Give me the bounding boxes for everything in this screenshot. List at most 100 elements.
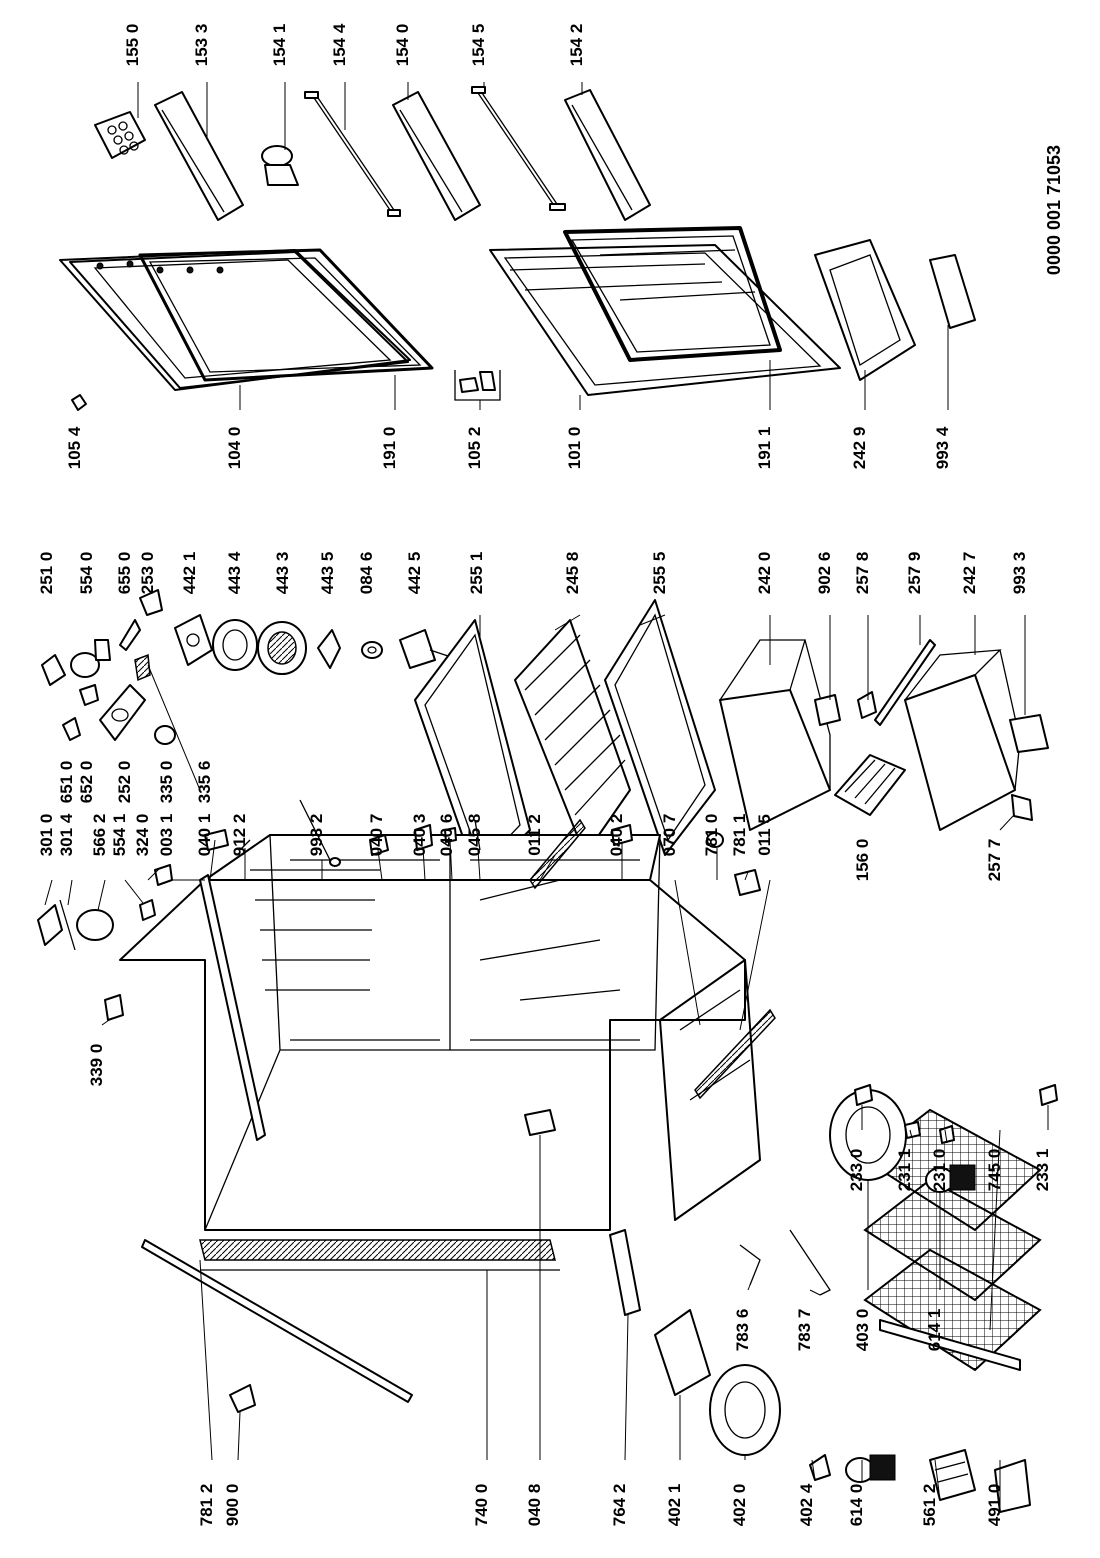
hinge-cover-105-2 [454, 370, 501, 401]
label-993-2: 993 2 [307, 814, 326, 857]
drawer-handle-993-4 [929, 254, 976, 329]
cabinet-body [119, 834, 746, 1231]
label-255-1: 255 1 [467, 552, 486, 595]
lamp-holder-566-2 [76, 909, 114, 941]
crisper-drawer-242-7 [904, 649, 1021, 831]
label-101-0: 101 0 [565, 427, 584, 470]
label-900-0: 900 0 [223, 1484, 242, 1527]
thermostat-knob-251-0 [41, 654, 66, 686]
label-783-7: 783 7 [795, 1309, 814, 1352]
label-253-0: 253 0 [138, 552, 157, 595]
clip-257-8 [857, 691, 877, 719]
label-252-0: 252 0 [115, 761, 134, 804]
label-045-8: 045 8 [465, 814, 484, 857]
clip-900-0 [229, 1384, 256, 1413]
label-040-2: 040 2 [607, 814, 626, 857]
label-231-1: 231 1 [895, 1149, 914, 1192]
door-switch-339-0 [104, 994, 124, 1021]
label-257-7: 257 7 [985, 839, 1004, 882]
ice-tray-156-0 [834, 754, 906, 816]
cover-301-0 [37, 904, 63, 946]
door-balcony-154-2 [564, 89, 651, 221]
label-255-5: 255 5 [650, 552, 669, 595]
leader-255-5 [639, 614, 666, 626]
control-panel-252-0 [99, 684, 146, 741]
label-154-0: 154 0 [393, 24, 412, 67]
door-balcony-153-3 [154, 91, 244, 221]
label-251-0: 251 0 [37, 552, 56, 595]
document-number: 0000 001 71053 [1044, 145, 1064, 275]
bottle-stopper-154-1 [261, 145, 299, 186]
drawer-front-902-6 [814, 694, 841, 726]
glass-shelf-255-1 [414, 619, 531, 881]
label-011-5: 011 5 [755, 814, 774, 856]
label-154-2: 154 2 [567, 24, 586, 67]
label-781-0: 781 0 [702, 814, 721, 857]
clip-231-0 [939, 1125, 955, 1144]
lamp-655-0 [119, 619, 141, 651]
wire-781-2 [141, 1239, 413, 1403]
label-191-0: 191 0 [380, 427, 399, 470]
hinge-040-1 [204, 829, 229, 851]
label-902-6: 902 6 [815, 552, 834, 595]
label-154-5: 154 5 [469, 24, 488, 67]
pin-045-8 [474, 819, 481, 851]
fridge-door-101-0 [489, 244, 841, 396]
rail-011-5 [694, 1008, 776, 1100]
label-651-0: 651 0 [57, 761, 76, 804]
label-403-0: 403 0 [853, 1309, 872, 1352]
label-040-1-top: 040 1 [195, 814, 214, 857]
label-554-0: 554 0 [77, 552, 96, 595]
label-912-2: 912 2 [230, 814, 249, 857]
crisper-drawer-242-9 [814, 239, 916, 381]
rod-783-7 [789, 1229, 831, 1296]
fan-cover-442-1 [174, 614, 213, 666]
label-040-3: 040 3 [410, 814, 429, 857]
relay-402-4 [809, 1454, 831, 1481]
spring-783-6 [739, 1244, 761, 1286]
clip-233-1 [1039, 1084, 1058, 1106]
fan-housing-443-3 [257, 621, 307, 675]
label-442-5: 442 5 [405, 552, 424, 595]
leader-257-7 [999, 814, 1015, 831]
label-740-0: 740 0 [472, 1484, 491, 1527]
label-655-0: 655 0 [115, 552, 134, 595]
label-442-1: 442 1 [180, 552, 199, 595]
label-783-6: 783 6 [733, 1309, 752, 1352]
label-339-0: 339 0 [87, 1044, 106, 1087]
label-301-0-top: 301 0 [37, 814, 56, 857]
freezer-door-104-0 [59, 249, 411, 391]
label-781-1: 781 1 [730, 814, 749, 857]
label-257-9: 257 9 [905, 552, 924, 595]
label-242-7: 242 7 [960, 552, 979, 595]
retaining-rod-154-5 [471, 86, 566, 211]
hinge-257-7 [1011, 794, 1033, 821]
label-040-8: 040 8 [525, 1484, 544, 1527]
bracket-040-6 [444, 827, 457, 843]
label-231-0: 231 0 [930, 1149, 949, 1192]
clip-781-1 [734, 869, 761, 896]
fan-blade-443-5 [317, 629, 341, 669]
label-764-2: 764 2 [610, 1484, 629, 1527]
label-324-0: 324 0 [133, 814, 152, 857]
part-labels: 155 0 153 3 154 1 154 4 154 0 154 5 154 … [37, 23, 1052, 1526]
switch-652-0 [79, 684, 99, 706]
compressor-402-0 [709, 1364, 781, 1456]
spring-335-6 [134, 653, 151, 682]
wire-shelf-245-8 [514, 619, 631, 856]
label-003-1: 003 1 [157, 814, 176, 857]
label-242-0: 242 0 [755, 552, 774, 595]
label-561-2: 561 2 [920, 1484, 939, 1527]
hinge-040-3 [414, 824, 433, 851]
leader-245-8 [554, 614, 581, 631]
label-335-6: 335 6 [195, 761, 214, 804]
cover-491-0 [994, 1459, 1031, 1513]
ring-781-0 [706, 832, 724, 848]
label-040-6: 040 6 [437, 814, 456, 857]
label-155-0: 155 0 [123, 24, 142, 67]
label-233-1: 233 1 [1033, 1149, 1052, 1192]
ring-084-6 [361, 641, 383, 659]
sensor-651-0 [62, 717, 81, 741]
lamp-cover-253-0 [139, 589, 163, 616]
relay-614-1 [925, 1164, 976, 1193]
